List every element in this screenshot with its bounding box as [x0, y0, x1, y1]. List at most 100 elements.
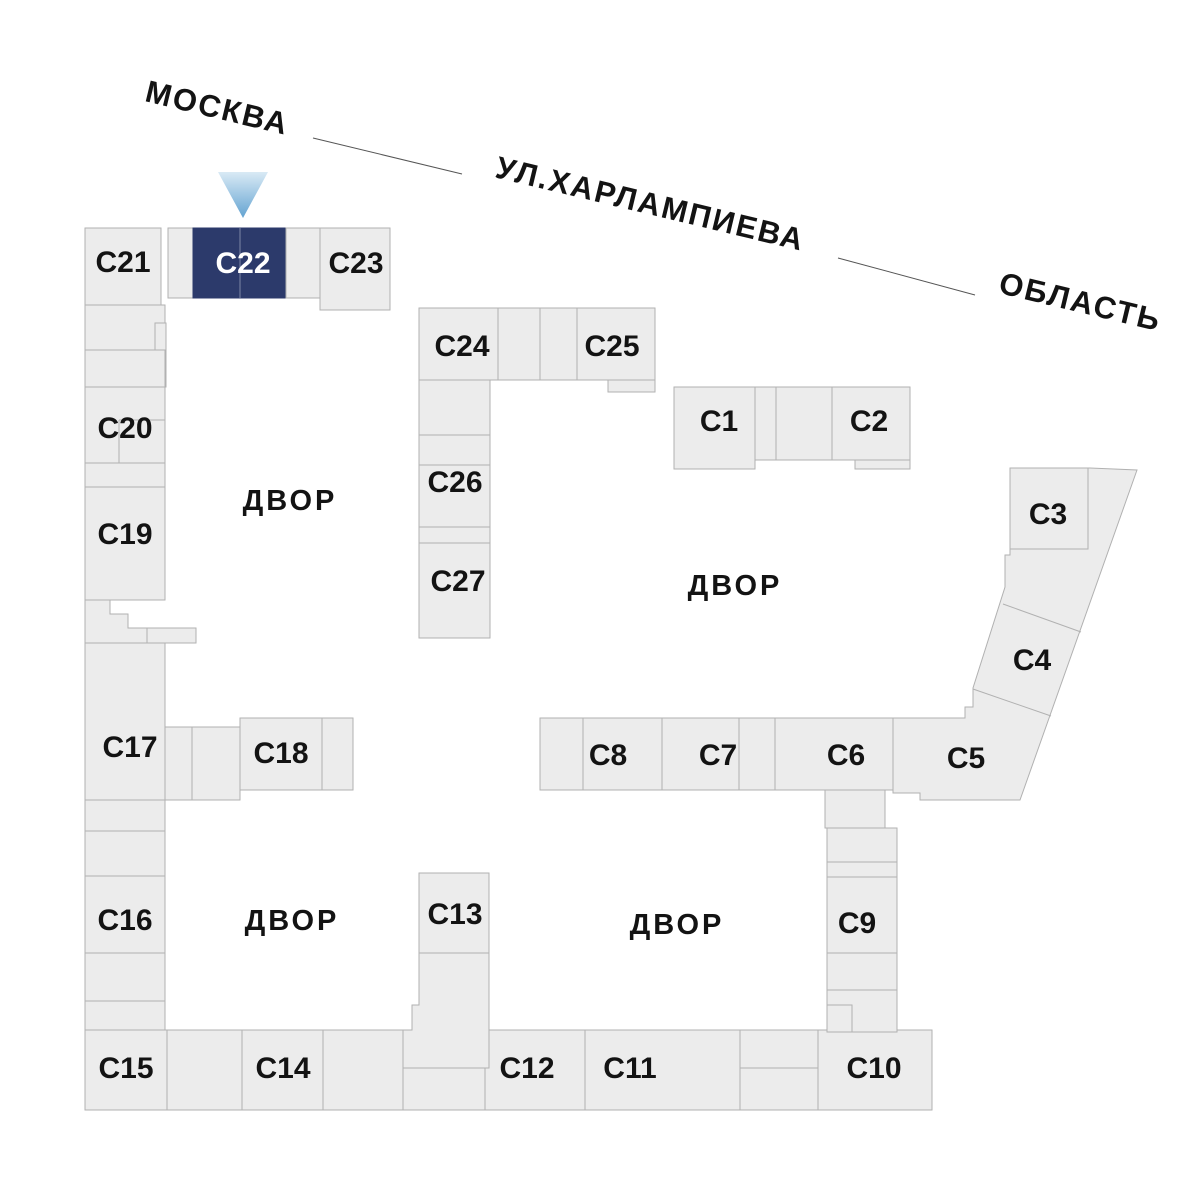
building-shape[interactable] [826, 876, 898, 954]
building-label: С15 [98, 1052, 153, 1085]
building-label: С21 [95, 246, 150, 279]
building-shape[interactable] [831, 386, 911, 461]
building-c27[interactable]: С27 [418, 542, 491, 639]
building-label: С7 [699, 739, 737, 772]
building-c21[interactable]: С21 [84, 227, 162, 306]
building-section [739, 1029, 819, 1069]
building-section [418, 526, 491, 544]
building-shape[interactable] [582, 717, 663, 791]
building-section [539, 307, 578, 381]
building-shape[interactable] [892, 467, 1138, 801]
building-section [402, 952, 490, 1069]
building-label: С13 [427, 898, 482, 931]
building-section [607, 379, 656, 393]
building-c20[interactable]: С20 [84, 386, 166, 464]
building-c24[interactable]: С24 [418, 307, 499, 381]
city-label: МОСКВА [142, 74, 293, 142]
building-shape[interactable] [673, 386, 756, 470]
building-section [191, 726, 241, 801]
street-label: УЛ.ХАРЛАМПИЕВА [492, 150, 808, 258]
building-shape[interactable] [817, 1029, 933, 1111]
region-label: ОБЛАСТЬ [996, 265, 1165, 338]
building-c6[interactable]: С6 [774, 717, 894, 829]
building-c23[interactable]: С23 [319, 227, 391, 311]
building-label: С20 [97, 412, 152, 445]
building-section [418, 379, 491, 436]
building-c2[interactable]: С2 [831, 386, 911, 470]
building-wedge-c3-c4-c5[interactable]: С3 С4 С5 [892, 467, 1138, 801]
building-label: С1 [700, 405, 738, 438]
building-label: С26 [427, 466, 482, 499]
building-c11[interactable]: С11 [584, 1029, 741, 1111]
building-c10[interactable]: С10 [817, 1029, 933, 1111]
leader-line [837, 257, 976, 296]
building-shape[interactable] [418, 542, 491, 639]
building-shape[interactable] [584, 1029, 741, 1111]
building-shape[interactable] [84, 227, 162, 306]
building-label: С3 [1029, 498, 1067, 531]
building-c1[interactable]: С1 [673, 386, 756, 470]
building-shape[interactable] [84, 642, 166, 801]
building-c26[interactable]: С26 [418, 464, 491, 528]
building-section [84, 599, 148, 644]
building-c9[interactable]: С9 [826, 876, 898, 954]
building-section [824, 789, 886, 829]
building-label: С9 [838, 907, 876, 940]
building-section [164, 726, 193, 801]
building-c12[interactable]: С12 [484, 1029, 586, 1111]
building-c16[interactable]: С16 [84, 875, 166, 954]
building-shape[interactable] [774, 717, 894, 791]
building-c25[interactable]: С25 [576, 307, 656, 393]
building-c15[interactable]: С15 [84, 1029, 168, 1111]
building-shape[interactable] [576, 307, 656, 381]
building-label: С5 [947, 742, 985, 775]
building-c18[interactable]: С18 [239, 717, 323, 791]
building-c22-highlighted[interactable]: С22 [192, 227, 287, 299]
building-shape[interactable] [418, 307, 499, 381]
building-label: С25 [584, 330, 639, 363]
building-c7[interactable]: С7 [661, 717, 740, 791]
building-shape[interactable] [484, 1029, 586, 1111]
building-label: С23 [328, 247, 383, 280]
building-label: С10 [846, 1052, 901, 1085]
building-shape[interactable] [84, 386, 166, 464]
building-section [739, 1067, 819, 1111]
building-section [854, 459, 911, 470]
building-section [322, 1029, 404, 1111]
building-c14[interactable]: С14 [241, 1029, 324, 1111]
building-c19[interactable]: С19 [84, 486, 166, 601]
building-section [167, 227, 194, 299]
building-shape[interactable] [418, 872, 490, 954]
leader-line [312, 137, 463, 175]
building-label: С12 [499, 1052, 554, 1085]
building-section [84, 799, 166, 832]
divider-line [972, 688, 1052, 717]
building-shape[interactable] [418, 464, 491, 528]
building-section [84, 830, 166, 877]
building-label: С14 [255, 1052, 310, 1085]
courtyard-label: ДВОР [688, 570, 783, 602]
divider-line [1002, 603, 1082, 633]
building-section [418, 434, 491, 466]
building-c13[interactable]: С13 [418, 872, 490, 954]
courtyard-label: ДВОР [630, 909, 725, 941]
courtyard-label: ДВОР [245, 905, 340, 937]
building-section [826, 952, 898, 991]
building-shape[interactable] [319, 227, 391, 311]
building-label: С27 [430, 565, 485, 598]
building-section [826, 827, 898, 863]
building-shape[interactable] [84, 486, 166, 601]
building-label: С2 [850, 405, 888, 438]
courtyard-label: ДВОР [243, 485, 338, 517]
building-shape[interactable] [661, 717, 740, 791]
building-section [285, 227, 321, 299]
building-c8[interactable]: С8 [582, 717, 663, 791]
building-label: С24 [434, 330, 489, 363]
building-section [84, 304, 166, 351]
building-section [146, 627, 197, 644]
building-label: С8 [589, 739, 627, 772]
building-shape[interactable] [241, 1029, 324, 1111]
building-c17[interactable]: С17 [84, 642, 166, 801]
